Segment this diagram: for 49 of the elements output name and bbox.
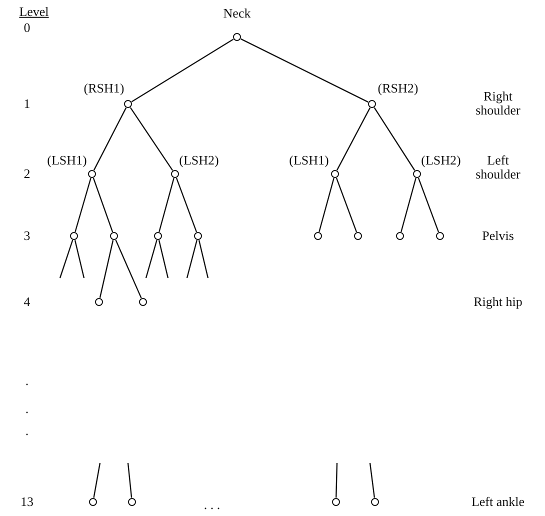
level-label: Level — [19, 4, 49, 20]
tree-branch — [336, 108, 371, 170]
level-label: 4 — [24, 294, 30, 310]
node-label: (LSH1) — [47, 154, 87, 166]
tree-branch — [127, 462, 132, 498]
tree-branch — [92, 178, 114, 232]
node-label: (LSH1) — [289, 154, 329, 166]
level-label: . — [25, 424, 29, 438]
tree-branch — [369, 462, 376, 498]
node-label: (LSH2) — [421, 154, 461, 166]
tree-branch — [74, 240, 85, 278]
tree-branch — [74, 178, 92, 232]
tree-branch — [176, 178, 198, 232]
node-label: (LSH2) — [179, 154, 219, 166]
level-label: 13 — [20, 494, 34, 510]
level-label: 2 — [24, 166, 30, 182]
body-part-label: Right shoulder — [474, 90, 522, 118]
level-label: . — [25, 402, 29, 416]
level-label: 0 — [24, 20, 30, 36]
tree-branch — [93, 462, 101, 498]
tree-branch — [158, 178, 174, 232]
level-label: Pelvis — [482, 228, 514, 244]
node-label: Neck — [223, 6, 251, 20]
tree-branch — [374, 107, 416, 171]
level-label: . . . — [204, 498, 220, 512]
node-label: (RSH1) — [84, 82, 124, 94]
tree-branch — [131, 38, 234, 102]
tree-branch — [336, 462, 338, 498]
level-label: 1 — [24, 96, 30, 112]
tree-branch — [318, 178, 334, 232]
tree-branch — [93, 108, 127, 170]
tree-branch — [145, 240, 158, 278]
tree-branch — [418, 178, 440, 232]
tree-branch — [115, 240, 142, 298]
tree-branch — [400, 178, 416, 232]
tree-branch — [336, 178, 358, 232]
body-part-label: Left shoulder — [474, 154, 522, 182]
tree-branch — [186, 240, 198, 278]
body-part-label: Right hip — [472, 294, 524, 310]
tree-branch — [99, 240, 114, 298]
tree-branch — [240, 38, 368, 103]
body-part-label: Left ankle — [470, 494, 526, 510]
node-label: (RSH2) — [378, 82, 418, 94]
level-label: . — [25, 374, 29, 388]
tree-branch — [59, 240, 74, 278]
tree-branch — [130, 107, 174, 171]
tree-branch — [158, 240, 169, 278]
tree-branch — [198, 240, 209, 278]
level-label: 3 — [24, 228, 30, 244]
